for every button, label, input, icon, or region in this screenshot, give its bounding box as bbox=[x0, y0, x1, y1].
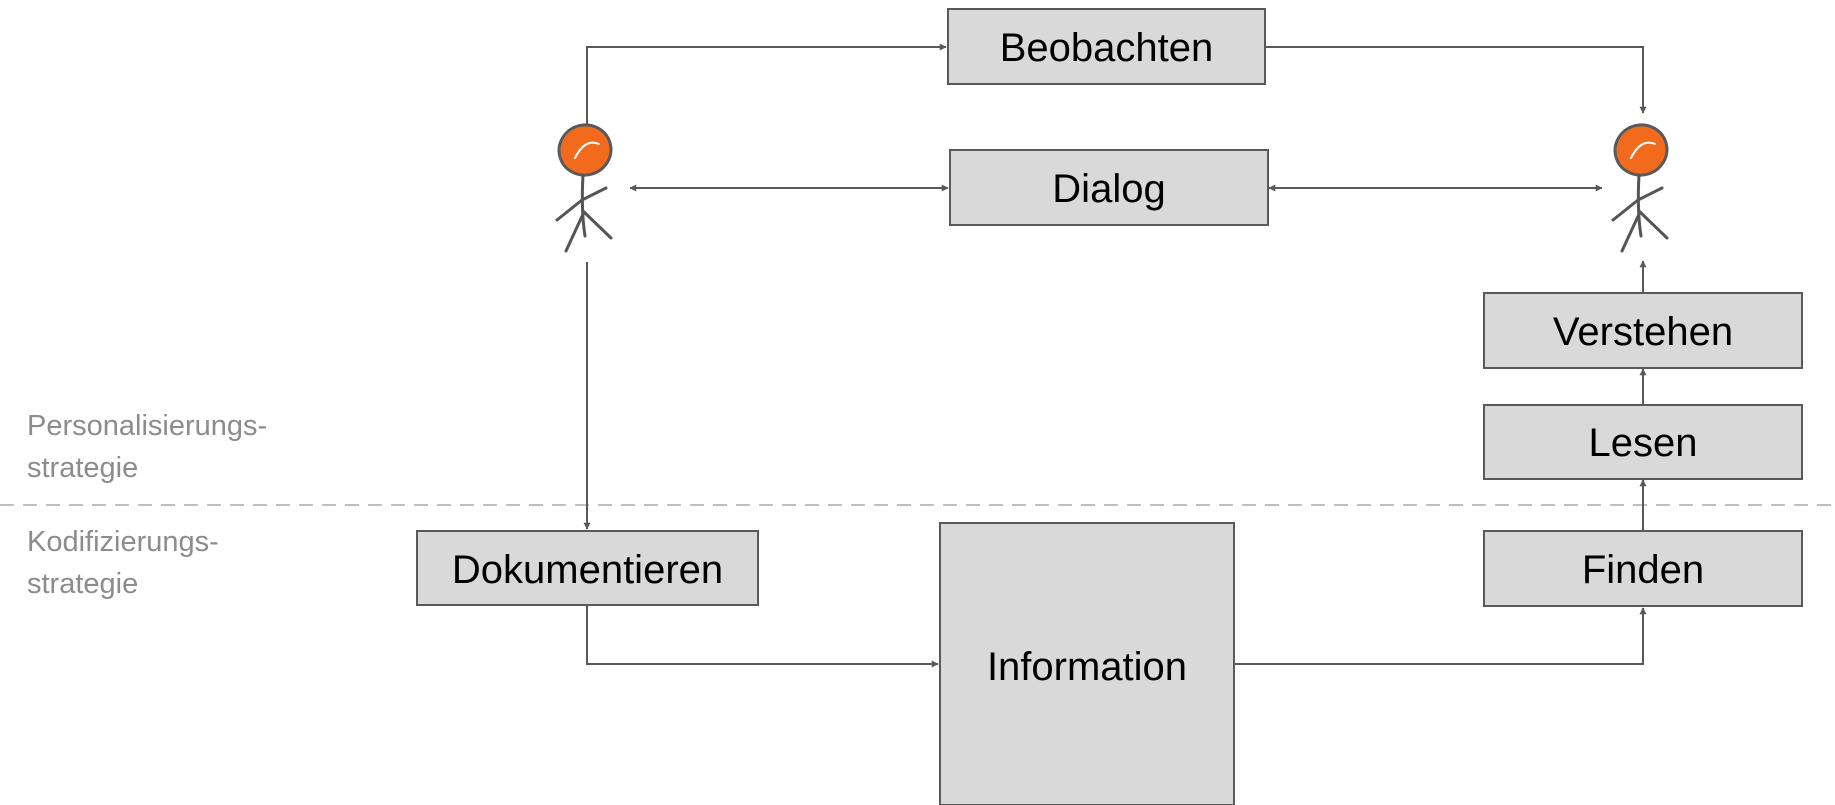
dialog-box: Dialog bbox=[949, 149, 1269, 226]
information-to-find-arrow bbox=[1235, 607, 1647, 665]
observe-box: Beobachten bbox=[947, 8, 1266, 85]
stick-figure-person-icon bbox=[555, 123, 613, 253]
information-box: Information bbox=[939, 522, 1235, 805]
read-box: Lesen bbox=[1483, 404, 1803, 480]
codification-strategy-label-line2: strategie bbox=[27, 568, 138, 600]
stick-figure-person-icon bbox=[1611, 123, 1669, 253]
observe-label: Beobachten bbox=[1000, 26, 1214, 70]
document-box: Dokumentieren bbox=[416, 530, 759, 606]
personalization-strategy-label-line1: Personalisierungs- bbox=[27, 410, 267, 442]
sender-to-observe-arrow bbox=[586, 43, 947, 125]
read-label: Lesen bbox=[1589, 421, 1698, 465]
document-to-information-arrow bbox=[586, 606, 939, 668]
find-box: Finden bbox=[1483, 530, 1803, 607]
understand-box: Verstehen bbox=[1483, 292, 1803, 369]
observe-to-receiver-arrow bbox=[1266, 46, 1647, 114]
dialog-label: Dialog bbox=[1052, 167, 1165, 211]
personalization-strategy-label-line2: strategie bbox=[27, 452, 138, 484]
document-label: Dokumentieren bbox=[452, 548, 723, 592]
find-label: Finden bbox=[1582, 548, 1704, 592]
information-label: Information bbox=[987, 645, 1187, 689]
codification-strategy-label-line1: Kodifizierungs- bbox=[27, 526, 219, 558]
understand-label: Verstehen bbox=[1553, 310, 1733, 354]
